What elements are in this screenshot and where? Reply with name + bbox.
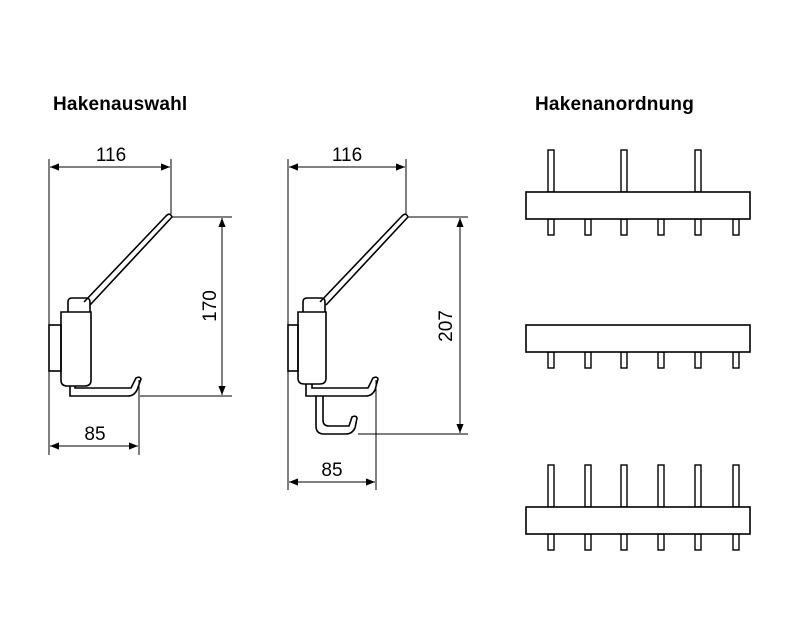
hook-2-height-label: 207	[436, 310, 457, 342]
rail-2-bottom-peg	[584, 351, 592, 369]
rail-1-bottom-peg	[657, 218, 665, 236]
hook-arrangement-heading: Hakenanordnung	[535, 94, 695, 115]
hook-2-upper-arm	[319, 213, 409, 306]
rail-1-bottom-peg	[732, 218, 740, 236]
rail-2-bottom-peg	[620, 351, 628, 369]
hook-2-wall-plate	[287, 324, 299, 372]
rail-1-bottom-peg	[584, 218, 592, 236]
hook-1-top-clip	[67, 297, 91, 312]
rail-2-bottom-peg	[657, 351, 665, 369]
rail-3-bottom-peg	[584, 533, 592, 551]
hook-2-lower-hook	[315, 396, 358, 435]
rail-2-bottom-peg	[547, 351, 555, 369]
hook-2-top-clip	[302, 297, 326, 312]
rail-3-top-peg	[584, 464, 592, 508]
rail-1	[525, 149, 751, 236]
rail-3-bar	[525, 506, 751, 535]
rail-1-bar	[525, 191, 751, 220]
hook-2-middle-hook	[305, 376, 379, 397]
rail-3-top-peg	[547, 464, 555, 508]
hook-1-wall-plate	[48, 324, 62, 372]
hook-selection-heading: Hakenauswahl	[53, 94, 188, 115]
hook-arrangement-rails	[525, 149, 751, 551]
rail-1-top-peg	[694, 149, 702, 193]
hook-1-depth-label: 85	[84, 424, 105, 445]
rail-2	[525, 324, 751, 369]
rail-3-bottom-peg	[732, 533, 740, 551]
hook-1-mount-block	[60, 311, 92, 387]
rail-1-top-peg	[620, 149, 628, 193]
rail-3	[525, 464, 751, 551]
rail-1-bottom-peg	[620, 218, 628, 236]
rail-3-bottom-peg	[620, 533, 628, 551]
rail-2-bottom-peg	[694, 351, 702, 369]
hook-2-width-label: 116	[332, 145, 362, 166]
hook-1-upper-arm	[83, 213, 173, 306]
rail-3-bottom-peg	[657, 533, 665, 551]
hook-1-drawing	[48, 213, 173, 397]
hook-1-height-label: 170	[200, 290, 221, 322]
rail-3-top-peg	[620, 464, 628, 508]
rail-3-bottom-peg	[694, 533, 702, 551]
hook-1-dimensions	[48, 159, 232, 455]
hook-1-lower-hook	[69, 376, 142, 397]
hook-2-depth-label: 85	[321, 460, 342, 481]
rail-1-top-peg	[547, 149, 555, 193]
rail-3-top-peg	[694, 464, 702, 508]
rail-3-top-peg	[657, 464, 665, 508]
hook-2-drawing	[287, 213, 409, 435]
hook-1-width-label: 116	[96, 145, 126, 166]
rail-3-bottom-peg	[547, 533, 555, 551]
rail-1-bottom-peg	[694, 218, 702, 236]
hook-2-mount-block	[297, 311, 327, 385]
rail-2-bar	[525, 324, 751, 353]
rail-2-bottom-peg	[732, 351, 740, 369]
rail-1-bottom-peg	[547, 218, 555, 236]
hook-2-dimensions	[287, 159, 468, 490]
rail-3-top-peg	[732, 464, 740, 508]
